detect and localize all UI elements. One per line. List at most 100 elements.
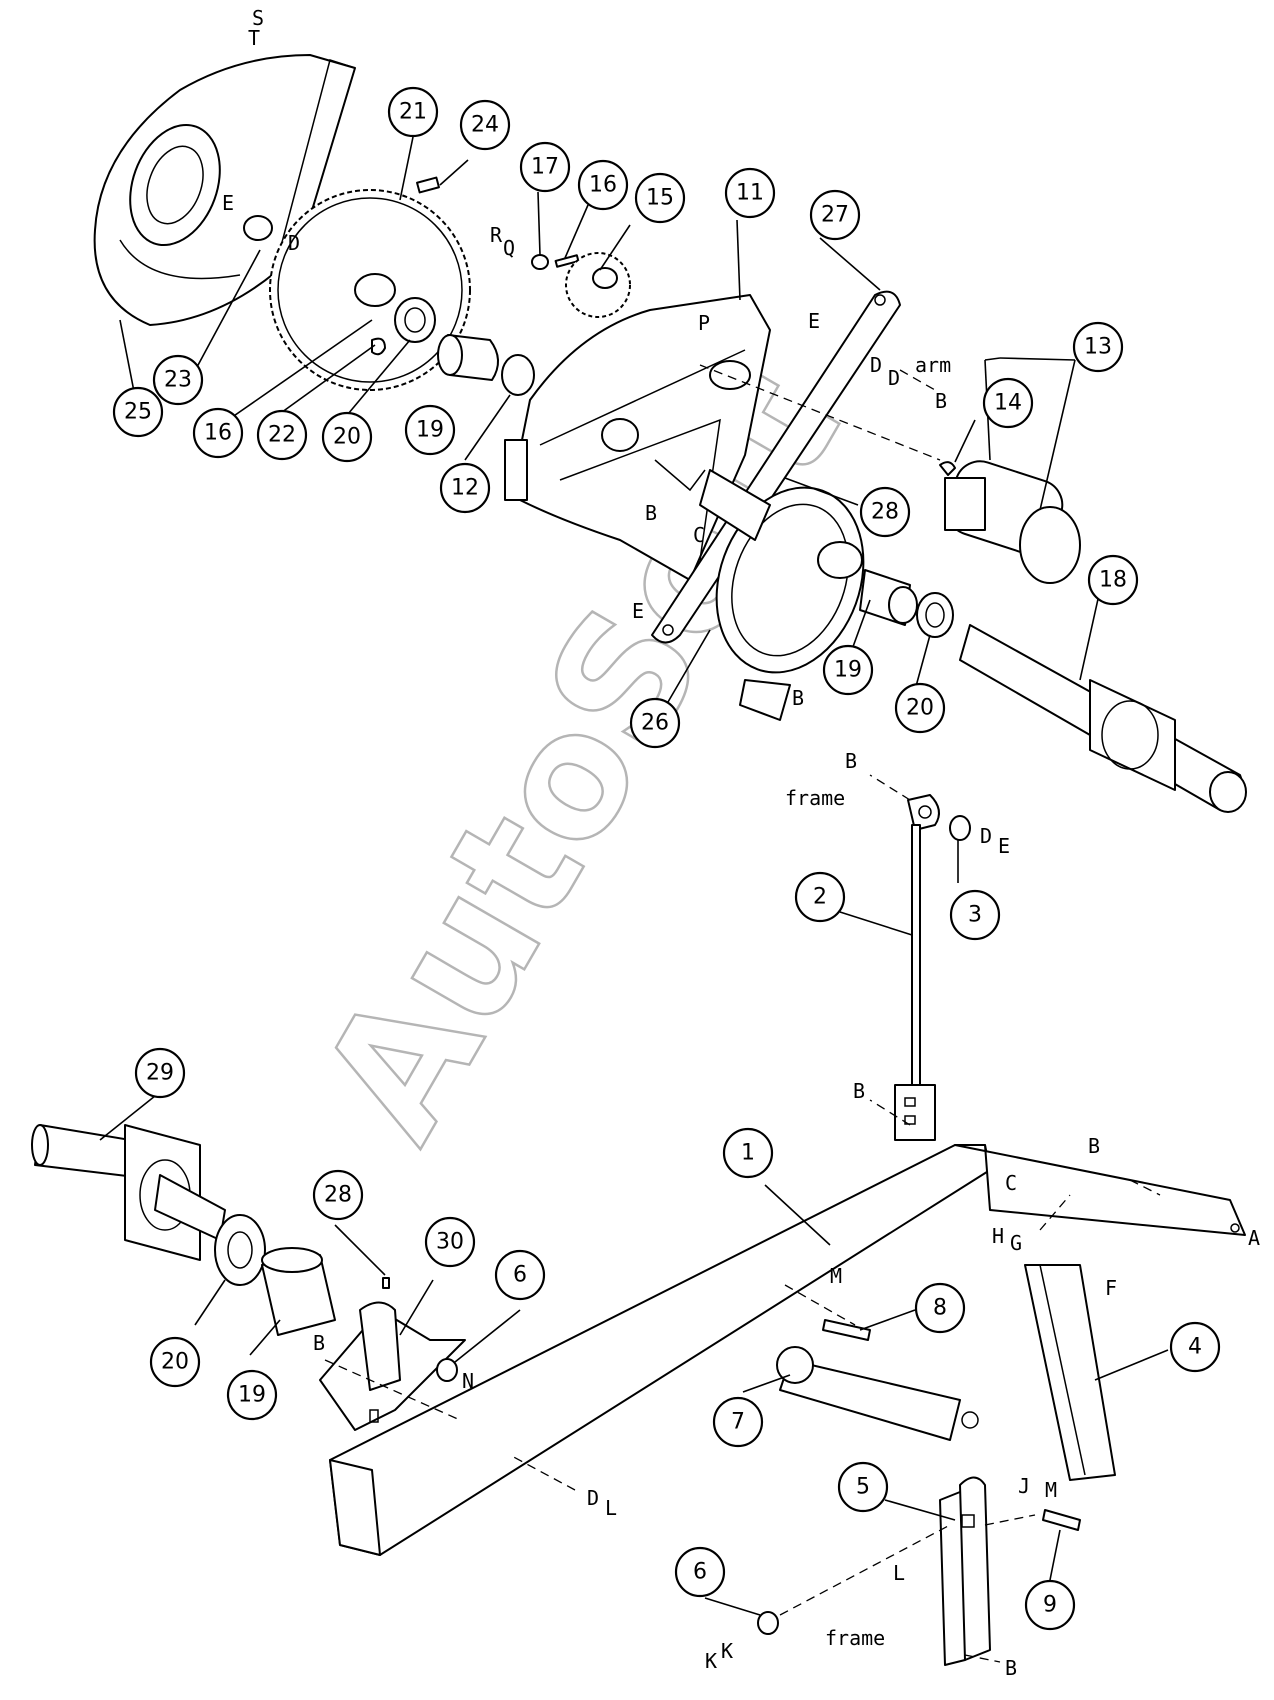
- label-e: E: [222, 191, 234, 215]
- label-e: E: [808, 309, 820, 333]
- callout-19: 19: [822, 644, 874, 696]
- label-e: E: [632, 599, 644, 623]
- svg-text:11: 11: [736, 181, 764, 206]
- part-2-link-bar: [894, 794, 940, 1141]
- callout-7: 7: [712, 1396, 764, 1448]
- svg-text:24: 24: [471, 113, 499, 138]
- label-h: H: [992, 1224, 1004, 1248]
- callout-22: 22: [256, 409, 308, 461]
- label-b: B: [313, 1331, 325, 1355]
- part-29-axle-left: [31, 1124, 226, 1261]
- label-b: B: [845, 749, 857, 773]
- svg-text:6: 6: [693, 1560, 707, 1585]
- callout-21: 21: [387, 86, 439, 138]
- callout-28: 28: [859, 486, 911, 538]
- part-14-key: [939, 461, 956, 476]
- label-l: L: [893, 1561, 905, 1585]
- label-b: B: [645, 501, 657, 525]
- part-4-tube: [1024, 1264, 1116, 1481]
- label-b: B: [935, 389, 947, 413]
- callout-4: 4: [1169, 1321, 1221, 1373]
- label-k: K: [721, 1639, 733, 1663]
- label-n: N: [462, 1369, 474, 1393]
- svg-text:12: 12: [451, 476, 479, 501]
- svg-text:5: 5: [856, 1475, 870, 1500]
- connection-labels: S T E D R Q P E D D arm B B C E B B fram…: [222, 6, 1260, 1680]
- callout-28: 28: [312, 1169, 364, 1221]
- svg-text:28: 28: [871, 500, 899, 525]
- callout-14: 14: [982, 377, 1034, 429]
- label-e: E: [998, 834, 1010, 858]
- label-d: D: [288, 231, 300, 255]
- part-7-cylinder: [776, 1346, 979, 1441]
- label-d: D: [980, 824, 992, 848]
- callout-3: 3: [949, 889, 1001, 941]
- callout-16: 16: [577, 159, 629, 211]
- label-frame: frame: [825, 1626, 885, 1650]
- svg-text:16: 16: [204, 421, 232, 446]
- svg-text:14: 14: [994, 391, 1022, 416]
- part-19-bushing-top: [437, 334, 499, 381]
- svg-text:16: 16: [589, 173, 617, 198]
- part-13-gearbox: [944, 460, 1081, 584]
- svg-text:8: 8: [933, 1296, 947, 1321]
- callouts: 25 23 21 24 16 22 20 19 12 17 16 15 11 2…: [112, 86, 1221, 1631]
- svg-text:7: 7: [731, 1410, 745, 1435]
- label-d: D: [870, 353, 882, 377]
- label-frame: frame: [785, 786, 845, 810]
- part-22-key: [371, 337, 386, 356]
- part-28-grease-fitting-low: [382, 1277, 390, 1289]
- label-b: B: [792, 686, 804, 710]
- callout-1: 1: [722, 1127, 774, 1179]
- callout-30: 30: [424, 1216, 476, 1268]
- callout-19: 19: [226, 1369, 278, 1421]
- svg-text:2: 2: [813, 885, 827, 910]
- callout-11: 11: [724, 167, 776, 219]
- part-20-washer-low: [214, 1214, 266, 1286]
- label-m: M: [1045, 1478, 1057, 1502]
- svg-text:19: 19: [416, 418, 444, 443]
- callout-29: 29: [134, 1047, 186, 1099]
- svg-text:19: 19: [238, 1383, 266, 1408]
- label-arm: arm: [915, 353, 951, 377]
- part-18-axle-right: [959, 624, 1247, 813]
- svg-text:4: 4: [1188, 1335, 1202, 1360]
- label-t: T: [248, 26, 260, 50]
- svg-text:23: 23: [164, 368, 192, 393]
- label-c: C: [693, 523, 705, 547]
- part-16-key-small: [554, 254, 580, 268]
- assembly-lines: [324, 364, 1161, 1663]
- callout-23: 23: [152, 354, 204, 406]
- part-9-pin: [1042, 1509, 1081, 1531]
- svg-text:29: 29: [146, 1061, 174, 1086]
- callout-27: 27: [809, 189, 861, 241]
- label-d: D: [587, 1486, 599, 1510]
- callout-20: 20: [894, 682, 946, 734]
- callout-24: 24: [459, 99, 511, 151]
- svg-text:17: 17: [531, 155, 559, 180]
- callout-6: 6: [494, 1249, 546, 1301]
- callout-16: 16: [192, 407, 244, 459]
- part-6-washer-top: [436, 1358, 458, 1382]
- svg-text:20: 20: [906, 696, 934, 721]
- label-q: Q: [503, 236, 515, 260]
- svg-text:20: 20: [333, 425, 361, 450]
- svg-text:22: 22: [268, 423, 296, 448]
- svg-text:25: 25: [124, 400, 152, 425]
- label-f: F: [1105, 1276, 1117, 1300]
- svg-text:15: 15: [646, 186, 674, 211]
- callout-13: 13: [1072, 321, 1124, 373]
- svg-text:19: 19: [834, 658, 862, 683]
- svg-text:1: 1: [741, 1141, 755, 1166]
- callout-25: 25: [112, 386, 164, 438]
- callout-9: 9: [1024, 1579, 1076, 1631]
- callout-17: 17: [519, 141, 571, 193]
- part-17-washer: [531, 254, 549, 270]
- part-26-bearing-flange: [699, 469, 865, 721]
- callout-5: 5: [837, 1461, 889, 1513]
- label-b: B: [1005, 1656, 1017, 1680]
- callout-26: 26: [629, 697, 681, 749]
- label-d: D: [888, 366, 900, 390]
- label-l: L: [605, 1496, 617, 1520]
